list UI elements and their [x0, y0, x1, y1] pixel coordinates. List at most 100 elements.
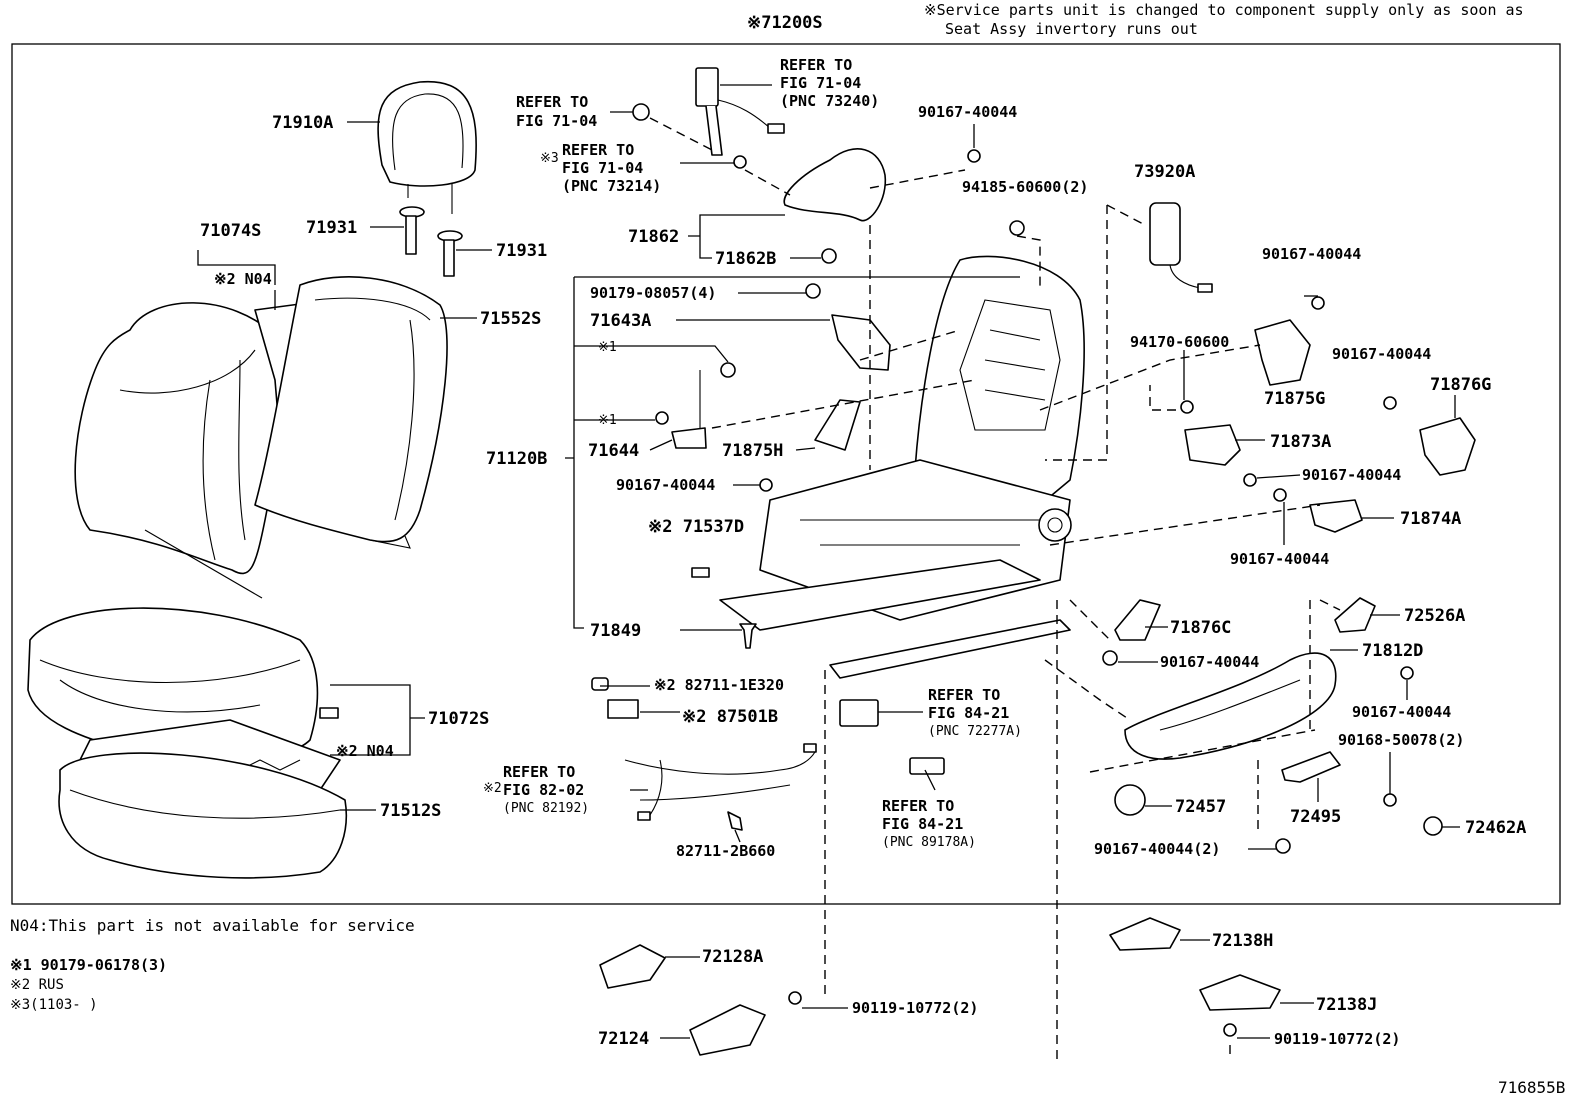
- cover-72128A: [599, 944, 666, 989]
- label-90167-h: 90167-40044(2): [1094, 840, 1220, 858]
- belt-bolt: [733, 155, 747, 169]
- connector-89178a: [909, 757, 945, 775]
- figure-id: 716855B: [1498, 1078, 1565, 1097]
- ref-wire-3: (PNC 82192): [503, 801, 589, 816]
- label-mark1-b: ※1: [598, 413, 617, 428]
- connector-82711-1e320: [591, 677, 609, 691]
- nut-94185: [1009, 220, 1025, 236]
- cover-71874A: [1309, 499, 1363, 533]
- label-90179-08057: 90179-08057(4): [590, 284, 716, 302]
- seat-frame: [719, 255, 1085, 679]
- label-71931-a: 71931: [306, 218, 357, 238]
- label-94185: 94185-60600(2): [962, 178, 1088, 196]
- ref-b-1: REFER TO: [882, 797, 954, 815]
- bolt-90119-b: [1223, 1023, 1237, 1037]
- cover-71876G: [1419, 417, 1476, 476]
- seat-cushion-pad: [58, 752, 348, 879]
- headrest-guide-left: [399, 206, 425, 255]
- nut-94170: [1180, 400, 1194, 414]
- seat-belt-buckle: [695, 67, 785, 156]
- ref-nut-2: FIG 71-04: [516, 112, 597, 130]
- footnote-2: ※2 RUS: [10, 977, 64, 993]
- side-airbag: [1149, 202, 1213, 293]
- label-71931-b: 71931: [496, 241, 547, 261]
- ref-wire-2: FIG 82-02: [503, 781, 584, 799]
- label-71873A: 71873A: [1270, 432, 1331, 452]
- ref-nut-1: REFER TO: [516, 93, 588, 111]
- label-71876C: 71876C: [1170, 618, 1231, 638]
- label-72124: 72124: [598, 1029, 649, 1049]
- recliner-bracket: [831, 314, 891, 371]
- bolt-90167-f: [1102, 650, 1118, 666]
- label-n04-top: ※2 N04: [214, 270, 272, 288]
- label-90167-f: 90167-40044: [1160, 653, 1259, 671]
- connector-72277a: [839, 699, 879, 727]
- label-72138J: 72138J: [1316, 995, 1377, 1015]
- label-82711-1e320: ※2 82711-1E320: [654, 676, 784, 694]
- label-71644: 71644: [588, 441, 639, 461]
- ref-a-3: (PNC 72277A): [928, 724, 1022, 739]
- label-71552S: 71552S: [480, 309, 541, 329]
- ref-seatbelt-2: FIG 71-04: [780, 74, 861, 92]
- clip-71537D: [691, 567, 710, 578]
- label-90167-d: 90167-40044: [1302, 466, 1401, 484]
- label-71910A: 71910A: [272, 113, 333, 133]
- cover-72138H: [1109, 917, 1181, 951]
- bolt-90168: [1383, 793, 1397, 807]
- label-71862B: 71862B: [715, 249, 776, 269]
- ref-a-2: FIG 84-21: [928, 704, 1009, 722]
- label-71876G: 71876G: [1430, 375, 1491, 395]
- label-72495: 72495: [1290, 807, 1341, 827]
- label-87501B: ※2 87501B: [682, 707, 778, 727]
- ref-wire-mark: ※2: [483, 781, 502, 796]
- service-note-line1: ※Service parts unit is changed to compon…: [924, 1, 1524, 19]
- cover-72124: [689, 1004, 766, 1056]
- ref-bolt-3: (PNC 73214): [562, 177, 661, 195]
- bolt-90119-a: [788, 991, 802, 1005]
- nut-71862B: [821, 248, 837, 264]
- label-90167-top: 90167-40044: [918, 103, 1017, 121]
- knob-72457: [1114, 784, 1146, 816]
- label-71072S: 71072S: [428, 709, 489, 729]
- bolt-90167-c: [1383, 396, 1397, 410]
- label-71074S: 71074S: [200, 221, 261, 241]
- ref-b-3: (PNC 89178A): [882, 835, 976, 850]
- side-cover-71862: [783, 148, 887, 222]
- footnotes: N04:This part is not available for servi…: [10, 916, 415, 1013]
- wire-harness: [624, 743, 817, 821]
- label-71875H: 71875H: [722, 441, 783, 461]
- cover-71876C: [1114, 599, 1161, 641]
- label-71537D: ※2 71537D: [648, 517, 744, 537]
- assembly-number: ※71200S: [747, 13, 823, 33]
- label-90167-c: 90167-40044: [1332, 345, 1431, 363]
- ref-bolt-1: REFER TO: [562, 141, 634, 159]
- label-72457: 72457: [1175, 797, 1226, 817]
- dashed-lines: [649, 117, 1341, 1060]
- bolt-90167-b: [1311, 296, 1325, 310]
- label-72128A: 72128A: [702, 947, 763, 967]
- labels: 71910A 71931 71931 71074S ※2 N04 71552S …: [200, 56, 1526, 1049]
- label-94170: 94170-60600: [1130, 333, 1229, 351]
- label-90167-b: 90167-40044: [1262, 245, 1361, 263]
- label-90167-a: 90167-40044: [616, 476, 715, 494]
- bolt-71849: [739, 623, 757, 649]
- label-90167-g: 90167-40044: [1352, 703, 1451, 721]
- bracket-71875H: [814, 399, 861, 451]
- nut-90179: [805, 283, 821, 299]
- ref-wire-1: REFER TO: [503, 763, 575, 781]
- label-90167-e: 90167-40044: [1230, 550, 1329, 568]
- ref-seatbelt-3: (PNC 73240): [780, 92, 879, 110]
- lever-72495: [1281, 751, 1341, 783]
- label-73920A: 73920A: [1134, 162, 1195, 182]
- cover-71873A: [1184, 424, 1241, 466]
- label-mark1-a: ※1: [598, 340, 617, 355]
- label-71874A: 71874A: [1400, 509, 1461, 529]
- ref-bolt-mark: ※3: [540, 151, 559, 166]
- footnote-3: ※3(1103- ): [10, 997, 98, 1013]
- ref-a-1: REFER TO: [928, 686, 1000, 704]
- bolt-90167-top: [967, 149, 981, 163]
- seatback-pad: [254, 276, 448, 549]
- ref-b-2: FIG 84-21: [882, 815, 963, 833]
- ref-bolt-2: FIG 71-04: [562, 159, 643, 177]
- bolt-90167-e: [1273, 488, 1287, 502]
